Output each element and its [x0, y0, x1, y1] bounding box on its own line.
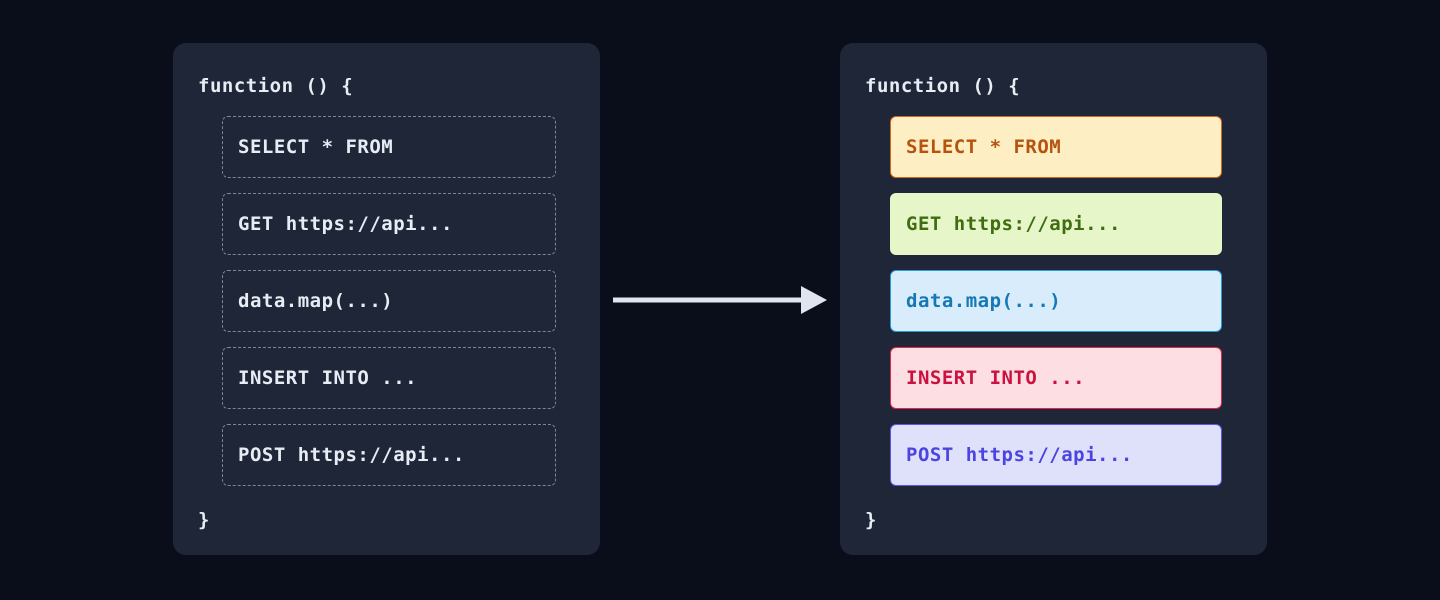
highlighted-statement-list: SELECT * FROM GET https://api... data.ma…: [890, 116, 1222, 486]
function-close-line: }: [865, 509, 877, 531]
highlighted-statement-label: SELECT * FROM: [906, 136, 1062, 158]
highlighted-statement-row[interactable]: GET https://api...: [890, 193, 1222, 255]
highlighted-statement-row[interactable]: INSERT INTO ...: [890, 347, 1222, 409]
arrow-right-icon: [613, 286, 827, 314]
plain-statement-row: SELECT * FROM: [222, 116, 556, 178]
highlighted-statement-row[interactable]: SELECT * FROM: [890, 116, 1222, 178]
function-open-line: function () {: [198, 75, 354, 97]
plain-statement-row: INSERT INTO ...: [222, 347, 556, 409]
highlighted-statement-row[interactable]: POST https://api...: [890, 424, 1222, 486]
plain-statement-label: data.map(...): [238, 290, 394, 312]
plain-code-panel: function () { SELECT * FROM GET https://…: [173, 43, 600, 555]
function-close-line: }: [198, 509, 210, 531]
highlighted-statement-label: POST https://api...: [906, 444, 1133, 466]
highlighted-statement-label: data.map(...): [906, 290, 1062, 312]
highlighted-statement-label: GET https://api...: [906, 213, 1121, 235]
plain-statement-list: SELECT * FROM GET https://api... data.ma…: [222, 116, 556, 486]
function-open-line: function () {: [865, 75, 1021, 97]
plain-statement-label: POST https://api...: [238, 444, 465, 466]
plain-statement-row: data.map(...): [222, 270, 556, 332]
highlighted-code-panel: function () { SELECT * FROM GET https://…: [840, 43, 1267, 555]
plain-statement-label: SELECT * FROM: [238, 136, 394, 158]
transformation-arrow: [613, 283, 828, 317]
plain-statement-row: POST https://api...: [222, 424, 556, 486]
plain-statement-label: GET https://api...: [238, 213, 453, 235]
plain-statement-label: INSERT INTO ...: [238, 367, 418, 389]
highlighted-statement-label: INSERT INTO ...: [906, 367, 1086, 389]
plain-statement-row: GET https://api...: [222, 193, 556, 255]
highlighted-statement-row[interactable]: data.map(...): [890, 270, 1222, 332]
